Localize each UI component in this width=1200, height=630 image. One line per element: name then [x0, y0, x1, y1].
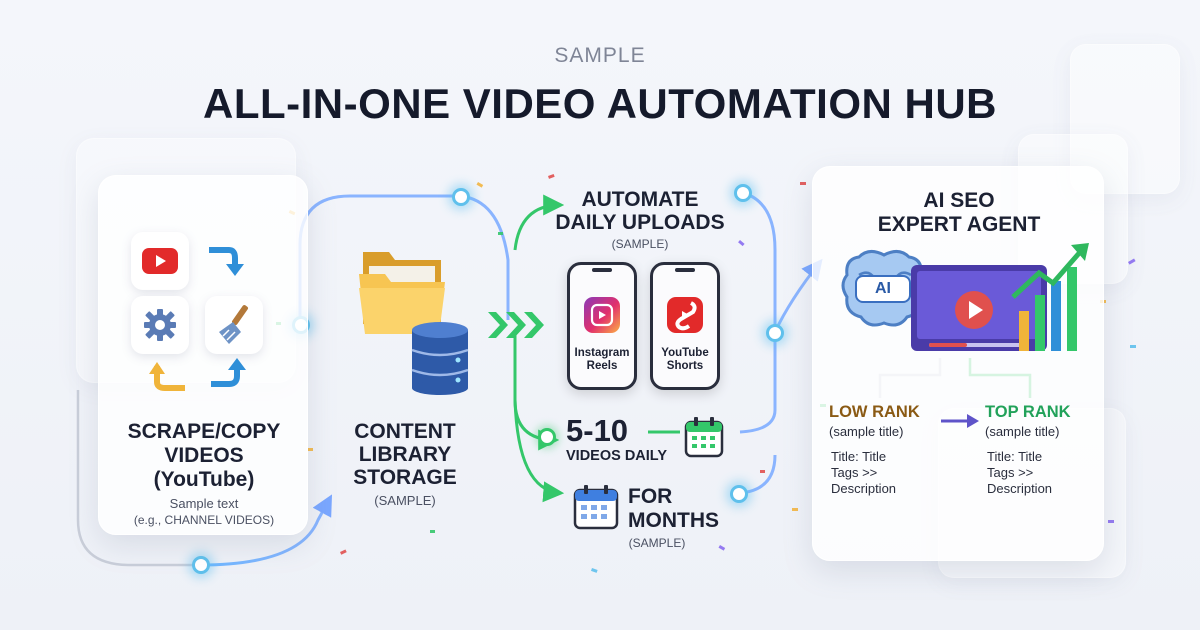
top-list-item: Description [987, 481, 1053, 496]
daily-count-label: VIDEOS DAILY [566, 448, 667, 464]
flow-node [730, 485, 748, 503]
low-list-item: Title: Title [831, 449, 887, 464]
uploads-title-2: DAILY UPLOADS [555, 211, 725, 234]
seo-title-1: AI SEO [923, 189, 995, 212]
library-note: (SAMPLE) [374, 493, 436, 508]
top-list-item: Title: Title [987, 449, 1043, 464]
arrow-icon [149, 362, 185, 391]
scrape-title-3: (YouTube) [153, 468, 255, 491]
scrape-panel: SCRAPE/COPY VIDEOS (YouTube) Sample text… [98, 175, 308, 535]
scrape-note-1: Sample text [169, 496, 239, 511]
low-list-item: Tags >> [831, 465, 878, 480]
months-title-1: FOR [628, 485, 673, 508]
top-rank-label: TOP RANK [985, 403, 1071, 421]
months-title-2: MONTHS [628, 509, 719, 532]
ai-badge: AI [855, 275, 911, 303]
connector-uploads-right [739, 190, 777, 434]
connector-uploads-months [513, 399, 565, 503]
calendar-icon [573, 485, 619, 530]
broom-icon [205, 296, 263, 354]
uploads-title-1: AUTOMATE [581, 188, 699, 211]
low-rank-label: LOW RANK [829, 403, 920, 421]
database-icon [411, 322, 469, 395]
page-title: ALL-IN-ONE VIDEO AUTOMATION HUB [202, 80, 998, 127]
connector-uploads-top [513, 194, 565, 251]
instagram-reels-icon [584, 297, 620, 333]
scrape-title-1: SCRAPE/COPY [127, 420, 281, 443]
top-rank-sub: (sample title) [985, 424, 1060, 439]
youtube-shorts-icon [667, 297, 703, 333]
phone-label-line1: Instagram [574, 347, 630, 359]
seo-title-2: EXPERT AGENT [877, 213, 1041, 236]
connector-scrape-to-library [199, 494, 333, 567]
top-list-item: Tags >> [987, 465, 1034, 480]
growth-chart-icon [1011, 243, 1089, 351]
scrape-note-2: (e.g., CHANNEL VIDEOS) [133, 513, 275, 527]
daily-count: 5-10 [566, 413, 629, 448]
flow-node [192, 556, 210, 574]
connector-library-to-uploads [459, 194, 510, 320]
library-title-3: STORAGE [353, 466, 457, 489]
phone-label-line2: Reels [586, 360, 618, 372]
uploads-note: (SAMPLE) [611, 237, 669, 251]
arrow-icon [211, 358, 246, 387]
connector-uploads-daily [513, 330, 560, 451]
gear-icon [131, 296, 189, 354]
low-list-item: Description [831, 481, 897, 496]
phone-label-line1: YouTube [661, 347, 709, 359]
youtube-icon [131, 232, 189, 290]
page-subtitle: SAMPLE [554, 44, 646, 67]
library-title-2: LIBRARY [358, 443, 452, 466]
arrow-icon [209, 247, 244, 276]
phone-youtube-shorts: YouTube Shorts [650, 262, 720, 390]
seo-panel: AI SEO EXPERT AGENT AI LOW RANK (sample … [812, 166, 1104, 561]
calendar-icon [684, 417, 724, 458]
flow-node [538, 428, 556, 446]
flow-node [766, 324, 784, 342]
flow-node [734, 184, 752, 202]
flow-node [452, 188, 470, 206]
library-title-1: CONTENT [354, 420, 456, 443]
arrow-right-icon [941, 414, 979, 428]
folder-icon [359, 252, 445, 334]
connector-left-bottom [76, 390, 200, 567]
scrape-title-2: VIDEOS [164, 444, 244, 467]
phone-instagram: Instagram Reels [567, 262, 637, 390]
low-rank-sub: (sample title) [829, 424, 904, 439]
months-note: (SAMPLE) [628, 536, 686, 550]
phone-label-line2: Shorts [666, 360, 704, 372]
chevrons-icon [488, 312, 544, 338]
play-button-icon [955, 291, 993, 329]
